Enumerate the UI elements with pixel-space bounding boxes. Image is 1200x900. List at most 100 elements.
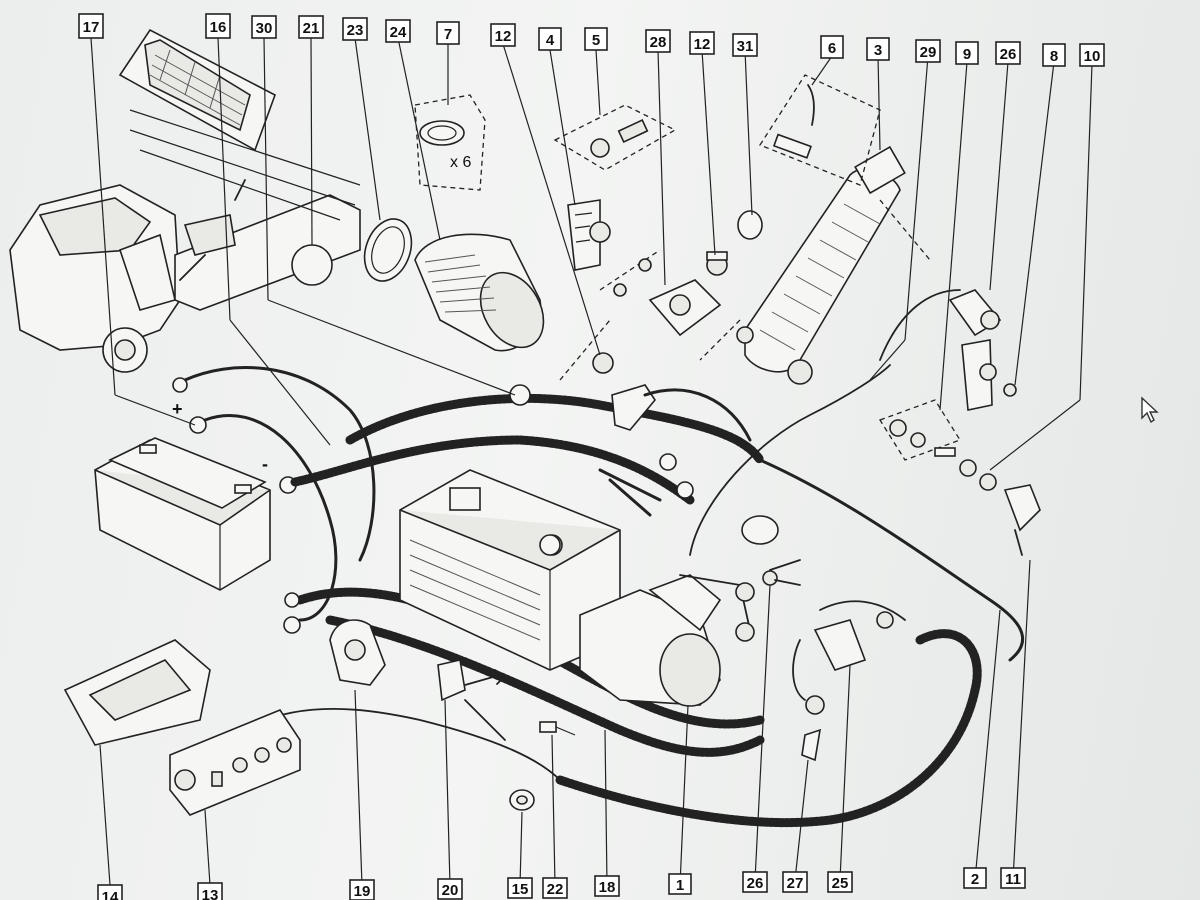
callout-14: 14 [97,884,123,900]
callout-2: 2 [963,867,987,889]
grommet-part-15 [509,789,535,811]
tipper-truck-illustration [9,28,361,373]
svg-text:18: 18 [599,879,616,896]
fill-cap [509,384,561,556]
svg-text:7: 7 [444,26,452,43]
clip-part-27 [801,728,822,762]
svg-text:31: 31 [737,38,754,55]
callout-28: 28 [645,29,671,53]
callout-22: 22 [542,877,568,899]
callout-10: 10 [1079,43,1105,67]
svg-text:19: 19 [354,883,371,900]
callout-1: 1 [668,873,692,895]
thin-pipe [689,364,1024,662]
svg-text:2: 2 [971,871,979,888]
pressure-switch-part-12 [592,251,752,442]
tank-filter-part-24 [414,233,545,352]
svg-text:26: 26 [1000,46,1017,63]
battery-minus-sign: - [262,454,268,474]
callout-3: 3 [866,37,890,61]
bracket-part-9 [879,339,1017,461]
callout-17: 17 [78,13,104,39]
svg-text:30: 30 [256,20,273,37]
svg-text:13: 13 [202,887,219,900]
svg-text:9: 9 [963,46,971,63]
leader-lines [90,37,1093,886]
connector-part-26 [679,515,801,642]
svg-text:16: 16 [210,19,227,36]
callout-16: 16 [205,13,231,39]
svg-text:20: 20 [442,882,459,899]
svg-text:29: 29 [920,44,937,61]
callout-31: 31 [732,33,758,57]
svg-text:24: 24 [390,24,407,41]
callout-9: 9 [955,41,979,65]
callout-12b: 12 [689,31,715,55]
hydraulic-power-pack-part-1 [399,469,722,707]
svg-text:27: 27 [787,875,804,892]
o-ring-part-23 [363,218,413,282]
callout-27: 27 [782,871,808,893]
svg-text:1: 1 [676,877,684,894]
svg-text:22: 22 [547,881,564,898]
mouse-pointer-icon [1141,396,1159,424]
mounting-bracket-part-4 [567,199,611,271]
svg-text:23: 23 [347,22,364,39]
cap-part-31 [737,210,763,240]
fitting-set-part-10 [889,419,1041,556]
svg-text:12: 12 [694,36,711,53]
svg-text:17: 17 [83,19,100,36]
hydraulic-cylinder-part-3 [736,145,906,385]
solenoid-part-26 [879,289,1002,361]
callout-20: 20 [437,878,463,900]
svg-text:6: 6 [828,40,836,57]
callout-26: 26 [995,41,1021,65]
callout-4: 4 [538,27,562,51]
callout-18: 18 [594,875,620,897]
svg-text:14: 14 [102,889,119,900]
svg-text:8: 8 [1050,48,1058,65]
callout-12: 12 [490,23,516,47]
battery-plus-sign: + [172,399,183,419]
callout-30: 30 [251,15,277,39]
svg-text:4: 4 [546,32,555,49]
callout-29: 29 [915,39,941,63]
svg-text:11: 11 [1005,871,1021,888]
callout-6: 6 [820,35,844,59]
svg-text:21: 21 [303,20,320,37]
svg-text:5: 5 [592,32,600,49]
callout-19: 19 [349,879,375,900]
quantity-label: x 6 [450,154,471,171]
key-switch-part-19 [329,619,386,686]
callout-25: 25 [827,871,853,893]
pin-kit-part-6 [699,74,931,361]
callout-5: 5 [584,27,608,51]
battery-cable-positive [172,366,376,634]
callout-15: 15 [507,877,533,899]
callout-24: 24 [385,19,411,43]
screw-part-22 [539,721,576,736]
svg-text:12: 12 [495,28,512,45]
cable-clip-part-20 [437,659,507,741]
callout-21: 21 [298,15,324,39]
callout-13: 13 [197,882,223,900]
control-pendant-part-13 [169,709,301,816]
svg-text:25: 25 [832,875,849,892]
relay-part-25 [792,600,906,715]
svg-text:3: 3 [874,42,882,59]
svg-text:10: 10 [1084,48,1101,65]
pendant-holder-part-14 [63,639,211,746]
battery-illustration: + - [94,399,271,591]
callout-7: 7 [436,21,460,45]
callout-26b: 26 [742,871,768,893]
svg-text:15: 15 [512,881,529,898]
callout-23: 23 [342,17,368,41]
svg-text:26: 26 [747,875,764,892]
fastener-kit-part-5 [553,104,677,171]
svg-text:28: 28 [650,34,667,51]
seal-kit-part-7: x 6 [414,94,486,191]
callout-8: 8 [1042,43,1066,67]
callout-11: 11 [1000,867,1026,889]
